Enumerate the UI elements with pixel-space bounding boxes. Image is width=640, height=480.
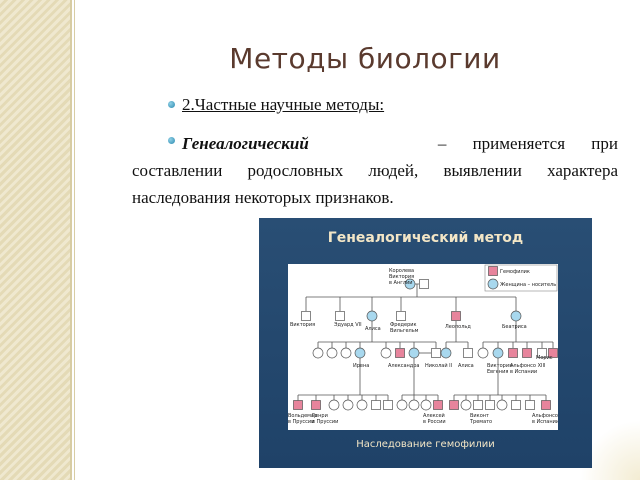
male-square — [383, 400, 393, 410]
person-name: Вольдемар — [288, 413, 317, 419]
person-name: Виктория — [389, 274, 414, 280]
male-square — [431, 348, 441, 358]
female-circle — [510, 310, 522, 322]
male-square — [511, 400, 521, 410]
male-square — [508, 348, 518, 358]
male-square — [335, 311, 345, 321]
person-name: в Испании — [532, 419, 558, 425]
male-square — [371, 400, 381, 410]
female-circle — [460, 399, 472, 411]
male-square — [449, 400, 459, 410]
paragraph-rest: составлении родословных людей, выявлении… — [132, 161, 618, 207]
person-name: Алиса — [458, 363, 474, 369]
person-name: Морис — [536, 355, 553, 361]
male-square — [301, 311, 311, 321]
female-circle — [380, 347, 392, 359]
male-square — [451, 311, 461, 321]
male-square — [522, 348, 532, 358]
term-genealogical: Генеалогический — [182, 134, 309, 153]
female-circle — [487, 278, 499, 290]
female-circle — [420, 399, 432, 411]
male-square — [419, 279, 429, 289]
bullet-private-methods: 2.Частные научные методы: — [182, 95, 385, 114]
person-name: Леопольд — [445, 324, 471, 330]
person-name: в Англии — [389, 280, 413, 286]
female-circle — [408, 399, 420, 411]
person-name: Альфонсо — [532, 413, 558, 419]
person-name: Альфонсо XIII — [510, 363, 545, 369]
bullet-icon — [168, 101, 175, 108]
person-name: Вильгельм — [390, 328, 419, 334]
female-circle — [356, 399, 368, 411]
female-circle — [496, 399, 508, 411]
person-name: Беатриса — [502, 324, 527, 330]
female-circle — [354, 347, 366, 359]
person-name: Виктория — [290, 322, 315, 328]
male-square — [473, 400, 483, 410]
female-circle — [477, 347, 489, 359]
male-square — [485, 400, 495, 410]
person-name: Ирена — [353, 363, 369, 369]
person-name: Виконт — [470, 413, 489, 419]
male-square — [311, 400, 321, 410]
slide-title: Методы биологии — [229, 42, 501, 75]
male-square — [525, 400, 535, 410]
person-name: Эдуард VII — [334, 322, 362, 328]
female-circle — [396, 399, 408, 411]
figure-title: Генеалогический метод — [327, 230, 524, 246]
male-square — [433, 400, 443, 410]
female-circle — [340, 347, 352, 359]
person-name: в Испании — [510, 369, 537, 375]
stripe-border — [70, 0, 72, 480]
male-square — [293, 400, 303, 410]
female-circle — [408, 347, 420, 359]
genealogical-paragraph: Генеалогический – применяется при состав… — [132, 130, 618, 211]
person-name: в России — [423, 419, 446, 425]
male-square — [395, 348, 405, 358]
male-square — [488, 266, 498, 276]
bullet-icon — [168, 137, 175, 144]
female-circle — [312, 347, 324, 359]
person-name: Виктория- — [487, 363, 514, 369]
person-name: в Пруссии — [288, 419, 314, 425]
male-square — [537, 348, 547, 358]
male-square — [548, 348, 558, 358]
person-name: Алексей — [423, 412, 445, 419]
person-name: Александра — [388, 363, 420, 369]
female-circle — [326, 347, 338, 359]
female-circle — [342, 399, 354, 411]
female-circle — [328, 399, 340, 411]
stripe-border-thin — [74, 0, 75, 480]
paragraph-line1: – применяется при — [437, 134, 618, 153]
person-name: Николай II — [425, 362, 452, 369]
person-name: Алиса — [365, 326, 381, 332]
legend-label: Женщина – носитель — [500, 282, 556, 288]
female-circle — [492, 347, 504, 359]
male-square — [463, 348, 473, 358]
person-name: Тремато — [469, 419, 492, 425]
male-square — [541, 400, 551, 410]
person-name: Генри — [312, 413, 328, 419]
female-circle — [366, 310, 378, 322]
person-name: в Пруссии — [312, 419, 338, 425]
female-circle — [440, 347, 452, 359]
male-square — [396, 311, 406, 321]
decorative-side-stripe — [0, 0, 70, 480]
person-name: Королева — [389, 268, 414, 274]
person-name: Фредерик — [390, 322, 417, 328]
figure-caption: Наследование гемофилии — [356, 439, 495, 450]
legend-label: Гемофилик — [500, 269, 530, 275]
